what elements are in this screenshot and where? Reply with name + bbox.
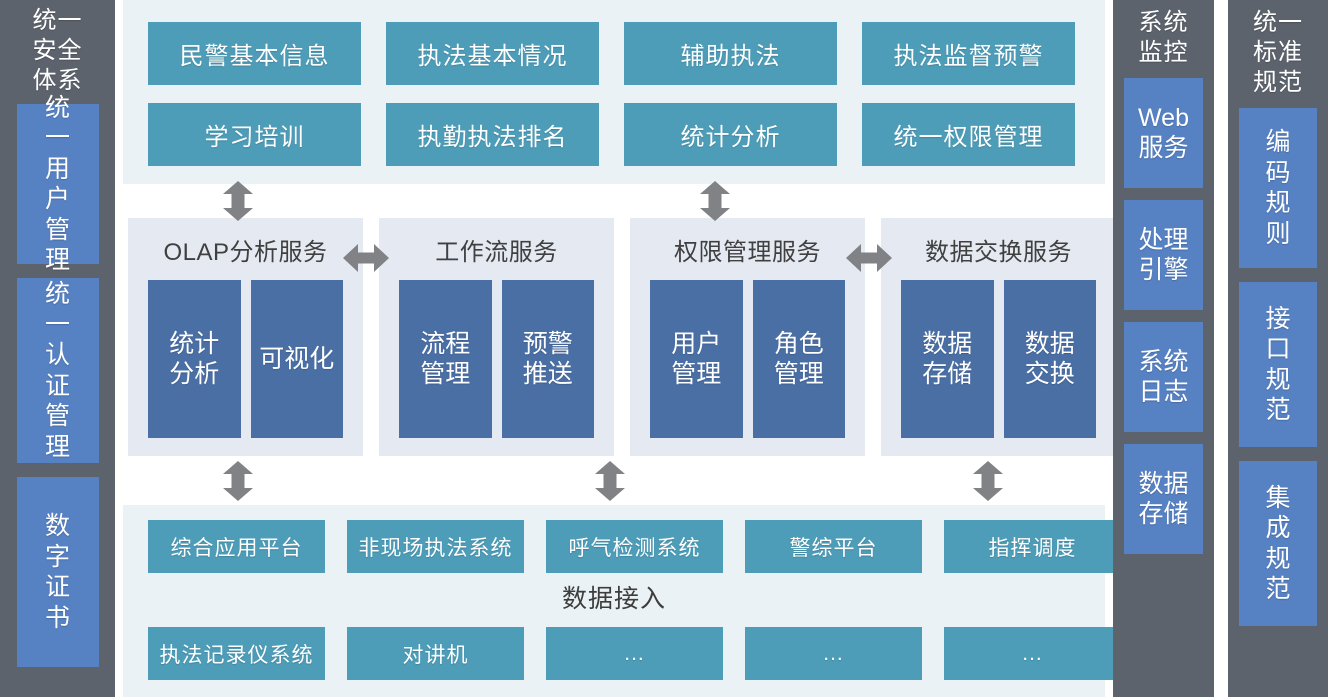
service-panel-olap-title: OLAP分析服务 (163, 239, 328, 266)
system-monitoring-title: 系统 监控 (1138, 9, 1189, 66)
data-tile-more-2[interactable]: ... (745, 627, 922, 680)
sidebar-item-data-storage[interactable]: 数据 存储 (1124, 444, 1203, 554)
app-tile-enforcement-supervision-alert[interactable]: 执法监督预警 (862, 22, 1075, 85)
service-box-visualization[interactable]: 可视化 (250, 280, 343, 438)
service-panel-permission-boxes: 用户 管理 角色 管理 (650, 280, 845, 438)
sidebar-item-integration-spec[interactable]: 集 成 规 范 (1239, 461, 1317, 626)
app-tile-enforcement-basics[interactable]: 执法基本情况 (386, 22, 599, 85)
service-box-user-management[interactable]: 用户 管理 (650, 280, 743, 438)
left-sidebar-security-system: 统一 安全 体系 统 一 用 户 管 理 统 一 认 证 管 理 数 字 证 书 (0, 0, 115, 697)
service-panel-workflow[interactable]: 工作流服务 流程 管理 预警 推送 (379, 218, 614, 456)
sidebar-item-processing-engine[interactable]: 处理 引擎 (1124, 200, 1203, 310)
app-tile-assisted-enforcement[interactable]: 辅助执法 (624, 22, 837, 85)
data-tile-law-enforcement-recorder-system[interactable]: 执法记录仪系统 (148, 627, 325, 680)
service-panel-permission[interactable]: 权限管理服务 用户 管理 角色 管理 (630, 218, 865, 456)
app-tile-training[interactable]: 学习培训 (148, 103, 361, 166)
service-panel-data-exchange[interactable]: 数据交换服务 数据 存储 数据 交换 (881, 218, 1116, 456)
data-tile-offsite-enforcement-system[interactable]: 非现场执法系统 (347, 520, 524, 573)
service-box-alert-push[interactable]: 预警 推送 (501, 280, 594, 438)
service-layer-panel: OLAP分析服务 统计 分析 可视化 工作流服务 流程 管理 预警 推送 权限管… (123, 218, 1116, 456)
service-panel-permission-title: 权限管理服务 (674, 239, 821, 266)
arrow-permission-to-data-exchange-icon (846, 242, 892, 274)
system-monitoring-sidebar: 系统 监控 Web 服务 处理 引擎 系统 日志 数据 存储 (1113, 0, 1214, 697)
sidebar-item-unified-auth-management[interactable]: 统 一 认 证 管 理 (16, 278, 99, 463)
arrow-workflow-to-data-icon (595, 461, 625, 501)
data-tile-breath-test-system[interactable]: 呼气检测系统 (546, 520, 723, 573)
sidebar-item-interface-spec[interactable]: 接 口 规 范 (1239, 282, 1317, 447)
application-tile-grid: 民警基本信息 执法基本情况 辅助执法 执法监督预警 学习培训 执勤执法排名 统计… (148, 22, 1080, 166)
data-access-layer-panel: 综合应用平台 非现场执法系统 呼气检测系统 警综平台 指挥调度 数据接入 执法记… (123, 505, 1121, 697)
main-content: 民警基本信息 执法基本情况 辅助执法 执法监督预警 学习培训 执勤执法排名 统计… (118, 0, 1121, 697)
data-tile-command-dispatch[interactable]: 指挥调度 (944, 520, 1121, 573)
data-access-label: 数据接入 (561, 585, 666, 613)
service-panel-row: OLAP分析服务 统计 分析 可视化 工作流服务 流程 管理 预警 推送 权限管… (128, 218, 1116, 456)
service-box-data-storage[interactable]: 数据 存储 (901, 280, 994, 438)
service-panel-olap[interactable]: OLAP分析服务 统计 分析 可视化 (128, 218, 363, 456)
sidebar-item-unified-user-management[interactable]: 统 一 用 户 管 理 (16, 94, 99, 274)
service-panel-workflow-boxes: 流程 管理 预警 推送 (399, 280, 594, 438)
service-panel-data-exchange-title: 数据交换服务 (925, 239, 1072, 266)
data-tile-more-3[interactable]: ... (944, 627, 1121, 680)
sidebar-item-web-service[interactable]: Web 服务 (1124, 78, 1203, 188)
data-source-grid-row1: 综合应用平台 非现场执法系统 呼气检测系统 警综平台 指挥调度 (148, 520, 1121, 573)
service-box-data-exchange[interactable]: 数据 交换 (1003, 280, 1096, 438)
app-tile-police-basic-info[interactable]: 民警基本信息 (148, 22, 361, 85)
data-tile-more-1[interactable]: ... (546, 627, 723, 680)
service-box-role-management[interactable]: 角色 管理 (752, 280, 845, 438)
arrow-olap-to-workflow-icon (343, 242, 389, 274)
service-box-statistical-analysis[interactable]: 统计 分析 (148, 280, 241, 438)
data-tile-police-integrated-platform[interactable]: 警综平台 (745, 520, 922, 573)
service-panel-olap-boxes: 统计 分析 可视化 (148, 280, 343, 438)
app-tile-statistical-analysis[interactable]: 统计分析 (624, 103, 837, 166)
unified-standard-title: 统一 标准 规范 (1253, 9, 1303, 96)
unified-standard-specification-sidebar: 统一 标准 规范 编 码 规 则 接 口 规 范 集 成 规 范 (1228, 0, 1328, 697)
arrow-data-exchange-to-data-icon (973, 461, 1003, 501)
data-source-grid-row2: 执法记录仪系统 对讲机 ... ... ... (148, 627, 1121, 680)
arrow-app-to-permission-icon (700, 181, 730, 221)
app-tile-unified-permission-management[interactable]: 统一权限管理 (862, 103, 1075, 166)
service-panel-workflow-title: 工作流服务 (435, 239, 558, 266)
arrow-app-to-olap-icon (223, 181, 253, 221)
data-tile-integrated-application-platform[interactable]: 综合应用平台 (148, 520, 325, 573)
left-sidebar-title: 统一 安全 体系 (32, 7, 83, 94)
service-box-process-management[interactable]: 流程 管理 (399, 280, 492, 438)
sidebar-item-coding-rules[interactable]: 编 码 规 则 (1239, 108, 1317, 268)
data-tile-walkie-talkie[interactable]: 对讲机 (347, 627, 524, 680)
sidebar-item-digital-certificate[interactable]: 数 字 证 书 (16, 477, 99, 667)
arrow-olap-to-data-icon (223, 461, 253, 501)
sidebar-item-system-log[interactable]: 系统 日志 (1124, 322, 1203, 432)
app-tile-duty-ranking[interactable]: 执勤执法排名 (386, 103, 599, 166)
service-panel-data-exchange-boxes: 数据 存储 数据 交换 (901, 280, 1096, 438)
application-layer-panel: 民警基本信息 执法基本情况 辅助执法 执法监督预警 学习培训 执勤执法排名 统计… (123, 0, 1105, 184)
